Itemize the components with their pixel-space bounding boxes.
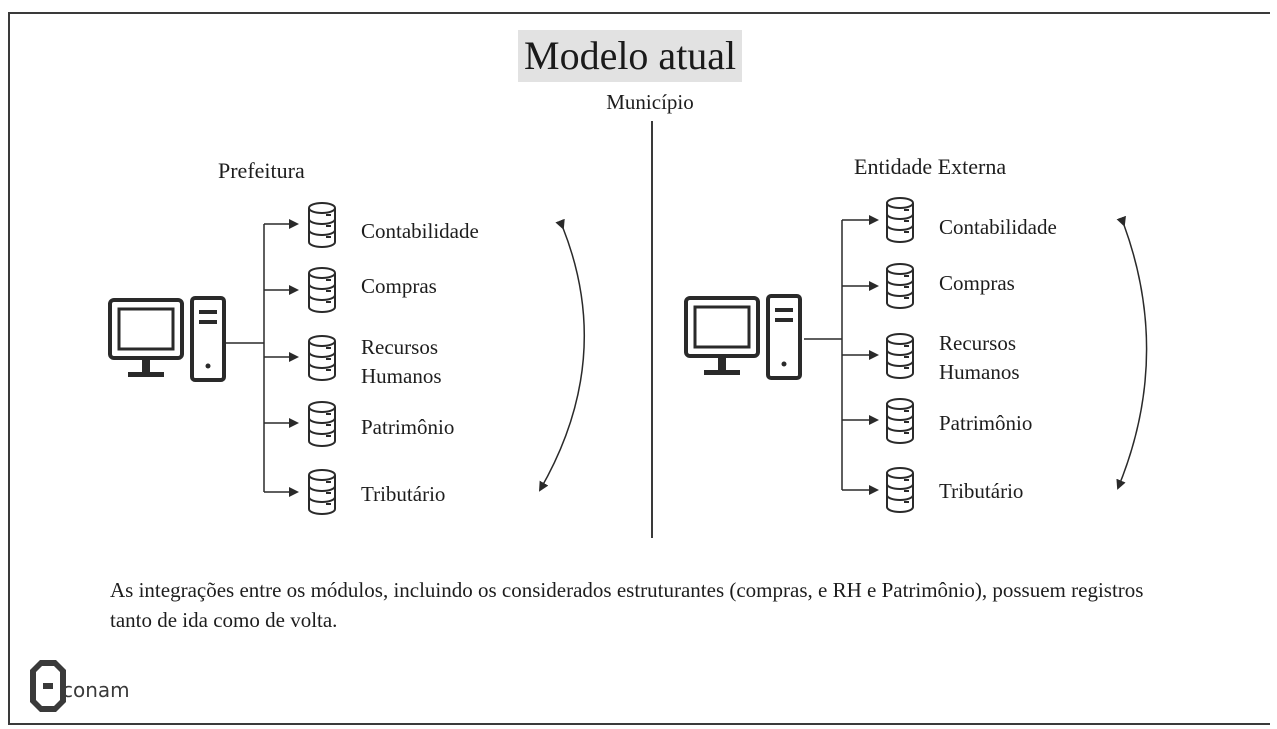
database-icon [308,267,336,313]
right-module-recursos-humanos: Recursos Humanos [939,331,1020,384]
logo-text: conam [62,678,130,702]
database-icon [308,401,336,447]
bidirectional-arrow-icon [1116,215,1148,490]
left-module-patrimonio: Patrimônio [361,415,455,439]
database-icon [886,263,914,309]
right-module-tributario: Tributário [939,479,1024,503]
right-module-patrimonio: Patrimônio [939,411,1033,435]
prefeitura-label: Prefeitura [218,158,305,183]
entidade-externa-label: Entidade Externa [854,154,1007,179]
left-module-compras: Compras [361,274,437,298]
right-module-contabilidade: Contabilidade [939,215,1057,239]
database-icon [886,467,914,513]
municipio-label: Município [606,90,694,114]
right-module-compras: Compras [939,271,1015,295]
left-module-recursos-humanos: Recursos Humanos [361,335,442,388]
database-icon [308,335,336,381]
right-connectors [804,215,879,495]
computer-icon [108,296,226,382]
left-module-contabilidade: Contabilidade [361,219,479,243]
database-icon [308,202,336,248]
center-divider [651,121,653,538]
bidirectional-arrow-icon [539,218,586,492]
database-icon [886,333,914,379]
conam-logo-icon [30,660,66,712]
left-module-tributario: Tributário [361,482,446,506]
computer-icon [684,294,802,380]
database-icon [308,469,336,515]
left-connectors [226,219,299,497]
database-icon [886,398,914,444]
database-icon [886,197,914,243]
slide-title: Modelo atual [518,30,743,82]
slide-frame [8,12,1270,725]
footnote-text: As integrações entre os módulos, incluin… [110,578,1144,632]
